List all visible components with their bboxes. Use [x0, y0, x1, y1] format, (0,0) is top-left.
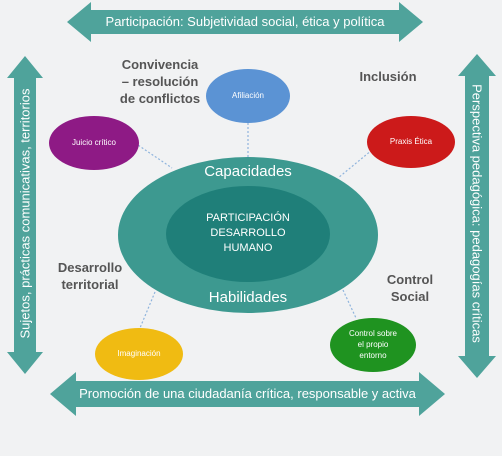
- inner-label-2: DESARROLLO: [210, 227, 286, 239]
- control-social-label: Control Social: [370, 271, 450, 305]
- control-label-1: Control sobre: [348, 329, 398, 338]
- left-arrow-label: Sujetos, prácticas comunicativas, territ…: [17, 88, 33, 339]
- right-arrow-label: Perspectiva pedagógica: pedagogías críti…: [469, 84, 485, 343]
- desarrollo-label: Desarrollo territorial: [40, 259, 140, 293]
- right-arrow: [458, 54, 496, 378]
- afiliacion-label: Afiliación: [231, 91, 264, 100]
- praxis-label: Praxis Ética: [389, 137, 433, 146]
- habilidades-label: Habilidades: [208, 289, 288, 306]
- convivencia-label: Convivencia – resolución de conflictos: [100, 56, 220, 107]
- connector-imaginacion: [139, 291, 156, 329]
- connector-juicio: [134, 142, 173, 169]
- imaginacion-label: Imaginación: [117, 349, 161, 358]
- juicio-label: Juicio crítico: [71, 138, 116, 147]
- control-social-line-1: Control: [386, 272, 434, 287]
- convivencia-line-2: – resolución: [121, 74, 199, 89]
- bottom-arrow-label: Promoción de una ciudadanía crítica, res…: [79, 386, 416, 401]
- control-node: [330, 318, 416, 372]
- connector-control: [342, 289, 357, 319]
- desarrollo-line-2: territorial: [61, 277, 119, 292]
- imaginacion-node: [95, 328, 183, 380]
- top-arrow: [67, 2, 423, 42]
- juicio-node: [49, 116, 139, 170]
- bottom-arrow: [50, 372, 445, 416]
- inner-ellipse: [166, 186, 330, 282]
- capacidades-label: Capacidades: [204, 163, 292, 180]
- left-arrow: [7, 56, 43, 374]
- control-social-line-2: Social: [390, 289, 430, 304]
- control-label-3: entorno: [359, 351, 387, 360]
- connectors: [134, 123, 373, 329]
- praxis-node: [367, 116, 455, 168]
- inner-label-1: PARTICIPACIÓN: [206, 212, 290, 224]
- top-arrow-label: Participación: Subjetividad social, étic…: [105, 14, 385, 29]
- inclusion-label: Inclusión: [359, 69, 417, 84]
- desarrollo-line-1: Desarrollo: [57, 260, 123, 275]
- afiliacion-node: [206, 69, 290, 123]
- convivencia-line-3: de conflictos: [119, 91, 201, 106]
- connector-praxis: [337, 149, 373, 179]
- inner-label-3: HUMANO: [223, 242, 273, 254]
- convivencia-line-1: Convivencia: [121, 57, 199, 72]
- control-label-2: el propio: [357, 340, 389, 349]
